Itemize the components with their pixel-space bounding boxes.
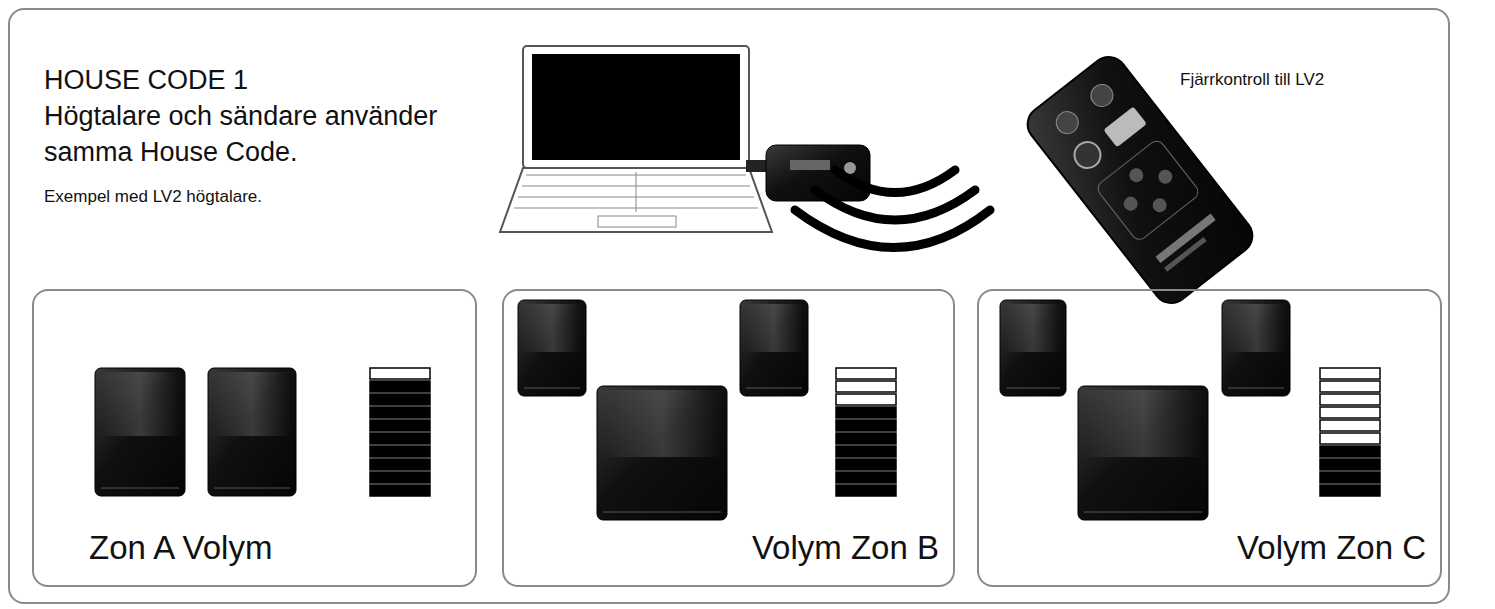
zone-label: Volym Zon C [1237,526,1426,571]
usb-transmitter [746,145,870,201]
speaker [208,368,296,496]
heading-text: Exempel med LV2 högtalare. [44,186,444,209]
heading-text: HOUSE CODE 1 [44,62,514,98]
zone-box: Volym Zon B [502,289,955,587]
speaker [740,300,808,396]
volume-bar [1320,368,1380,496]
heading-text: Högtalare och sändare använder samma Hou… [44,98,524,171]
speaker [518,300,586,396]
speaker [95,368,185,496]
zone-label: Volym Zon B [752,526,939,571]
caption-label: Fjärrkontroll till LV2 [1180,70,1324,90]
laptop [500,46,772,232]
speaker [1000,300,1066,396]
speaker [1078,386,1208,520]
speaker [597,386,727,520]
zone-box: Zon A Volym [32,289,477,587]
volume-bar [370,368,430,496]
zone-label: Zon A Volym [89,526,272,571]
house-code-frame: HOUSE CODE 1Högtalare och sändare använd… [8,8,1450,604]
speaker [1222,300,1290,396]
volume-bar [836,368,896,496]
zone-box: Volym Zon C [977,289,1442,587]
radio-waves [795,170,990,248]
